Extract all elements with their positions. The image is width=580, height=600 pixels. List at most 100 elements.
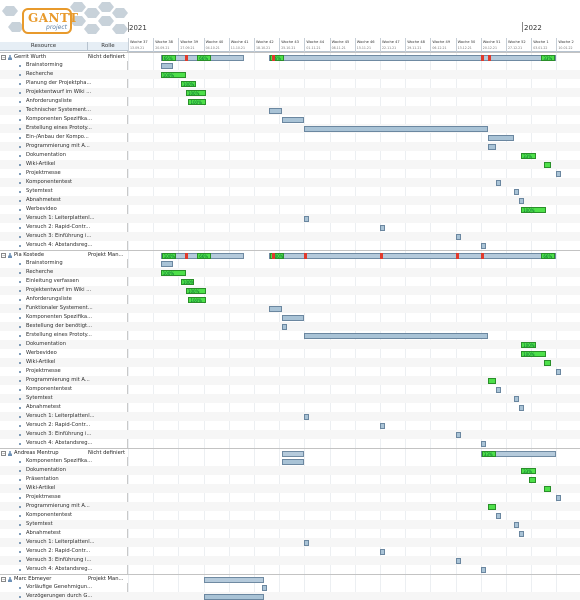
progress-bar[interactable]: 100% [180,80,197,87]
task-row[interactable]: Brainstorming [0,61,128,70]
task-bar[interactable] [556,494,562,501]
column-header-resource[interactable]: Resource [0,42,88,50]
progress-bar[interactable] [543,359,552,366]
task-bar[interactable] [380,224,386,231]
task-bar[interactable] [281,323,287,330]
task-row[interactable]: Planung der Projektpha... [0,79,128,88]
column-header-role[interactable]: Rolle [101,42,115,49]
task-bar[interactable] [495,179,501,186]
task-bar[interactable] [281,458,305,465]
task-bar[interactable] [281,116,305,123]
task-row[interactable]: Verzögerungen durch G... [0,592,128,600]
task-bar[interactable] [304,125,489,132]
task-bar[interactable] [518,530,524,537]
progress-bar[interactable] [528,476,537,483]
task-row[interactable]: Anforderungsliste [0,295,128,304]
summary-bar[interactable] [269,54,557,61]
collapse-toggle[interactable]: − [1,577,6,582]
task-bar[interactable] [513,521,519,528]
task-row[interactable]: Werbevideo [0,349,128,358]
progress-bar[interactable]: 100% [521,341,537,348]
task-row[interactable]: Versuch 3: Einführung i... [0,430,128,439]
progress-bar[interactable]: 100% [160,269,186,276]
task-bar[interactable] [513,188,519,195]
progress-bar[interactable] [543,485,552,492]
task-row[interactable]: Komponenten Spezifika... [0,313,128,322]
task-bar[interactable] [480,440,486,447]
task-row[interactable]: Versuch 4: Abstandsreg... [0,241,128,250]
task-row[interactable]: Funktionaler Systement... [0,304,128,313]
task-row[interactable]: Komponenten Spezifika... [0,115,128,124]
task-row[interactable]: Abnahmetest [0,403,128,412]
task-bar[interactable] [281,314,305,321]
progress-bar[interactable]: 100% [185,287,207,294]
task-row[interactable]: Projektentwurf im Wiki ... [0,88,128,97]
task-bar[interactable] [455,233,461,240]
task-row[interactable]: Abnahmetest [0,196,128,205]
task-bar[interactable] [495,386,501,393]
task-row[interactable]: Versuch 1: Leiterplattenl... [0,538,128,547]
task-bar[interactable] [304,539,310,546]
task-row[interactable]: Dokumentation [0,151,128,160]
task-row[interactable]: Versuch 1: Leiterplattenl... [0,214,128,223]
task-bar[interactable] [518,197,524,204]
task-bar[interactable] [488,134,514,141]
task-row[interactable]: Projektmesse [0,493,128,502]
task-row[interactable]: Recherche [0,268,128,277]
task-row[interactable]: Versuch 1: Leiterplattenl... [0,412,128,421]
task-row[interactable]: Ein-/Anbau der Kompo... [0,133,128,142]
task-row[interactable]: Versuch 2: Rapid-Contr... [0,547,128,556]
task-row[interactable]: Projektmesse [0,367,128,376]
task-row[interactable]: Komponenten Spezifika... [0,457,128,466]
task-row[interactable]: Versuch 2: Rapid-Contr... [0,421,128,430]
progress-bar[interactable]: 100% [521,350,547,357]
task-bar[interactable] [488,143,496,150]
task-bar[interactable] [304,413,310,420]
task-bar[interactable] [269,305,282,312]
progress-bar[interactable]: 100% [180,278,194,285]
task-bar[interactable] [513,395,519,402]
task-row[interactable]: Werbevideo [0,205,128,214]
task-row[interactable]: Versuch 4: Abstandsreg... [0,439,128,448]
task-bar[interactable] [455,431,461,438]
task-bar[interactable] [160,62,174,69]
task-row[interactable]: Sytemtest [0,394,128,403]
task-row[interactable]: Präsentation [0,475,128,484]
task-bar[interactable] [203,593,265,600]
task-row[interactable]: Projektentwurf im Wiki ... [0,286,128,295]
task-row[interactable]: Abnahmetest [0,529,128,538]
task-row[interactable]: Versuch 4: Abstandsreg... [0,565,128,574]
collapse-toggle[interactable]: − [1,451,6,456]
progress-bar[interactable]: 100% [188,98,207,105]
task-row[interactable]: Versuch 3: Einführung i... [0,232,128,241]
task-row[interactable]: Bestellung der benötigt... [0,322,128,331]
summary-bar[interactable] [203,576,265,583]
task-row[interactable]: Komponententest [0,178,128,187]
progress-bar[interactable] [488,503,496,510]
task-row[interactable]: Wiki-Artikel [0,160,128,169]
progress-bar[interactable]: 100% [185,89,207,96]
task-bar[interactable] [160,260,174,267]
task-bar[interactable] [480,242,486,249]
task-row[interactable]: Projektmesse [0,169,128,178]
task-row[interactable]: Erstellung eines Prototy... [0,331,128,340]
task-row[interactable]: Versuch 3: Einführung i... [0,556,128,565]
progress-bar[interactable]: 100% [160,71,186,78]
task-bar[interactable] [556,368,562,375]
task-row[interactable]: Brainstorming [0,259,128,268]
task-row[interactable]: Programmierung mit A... [0,142,128,151]
task-bar[interactable] [269,107,282,114]
